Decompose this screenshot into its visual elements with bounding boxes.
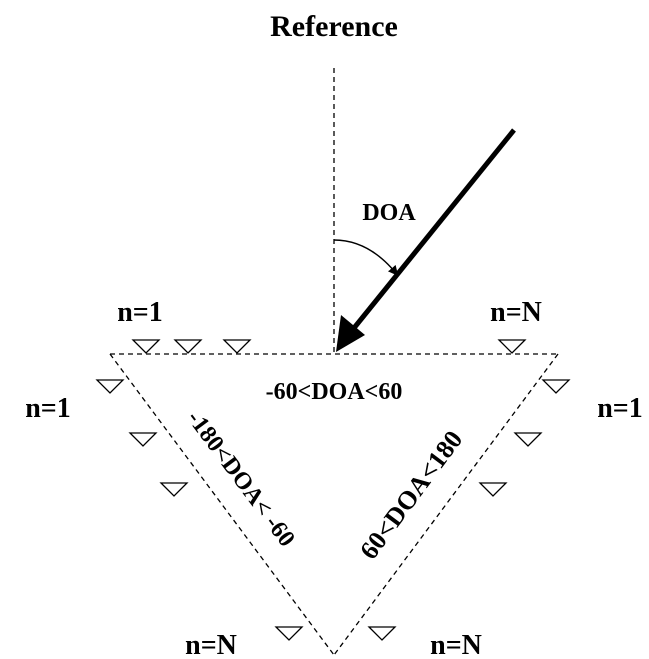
left-label-first: n=1	[25, 393, 71, 424]
right-array-sensors	[367, 379, 571, 641]
top-array-sensors	[131, 339, 527, 354]
sensor-icon	[159, 482, 189, 497]
right-label-last: n=N	[430, 630, 482, 659]
incoming-signal-arrowhead	[336, 315, 365, 352]
left-array-sensors	[95, 379, 304, 641]
right-range-label: 60<DOA<180	[354, 425, 468, 565]
reference-title: Reference	[270, 10, 398, 43]
sensor-icon	[131, 339, 161, 354]
sensor-icon	[513, 432, 543, 447]
sensor-icon	[497, 339, 527, 354]
sensor-icon	[274, 626, 304, 641]
incoming-signal-arrow	[352, 128, 516, 330]
sensor-icon	[478, 482, 508, 497]
sensor-icon	[95, 379, 125, 394]
right-label-first: n=1	[597, 393, 643, 424]
top-range-label: -60<DOA<60	[266, 379, 403, 405]
sensor-icon	[173, 339, 203, 354]
sensor-icon	[128, 432, 158, 447]
sensor-icon	[541, 379, 571, 394]
top-label-first: n=1	[117, 297, 163, 328]
top-label-last: n=N	[490, 297, 542, 328]
doa-angle-arc	[333, 239, 399, 276]
sensor-icon	[367, 626, 397, 641]
left-label-last: n=N	[185, 630, 237, 659]
sensor-icon	[222, 339, 252, 354]
doa-label: DOA	[362, 200, 416, 226]
